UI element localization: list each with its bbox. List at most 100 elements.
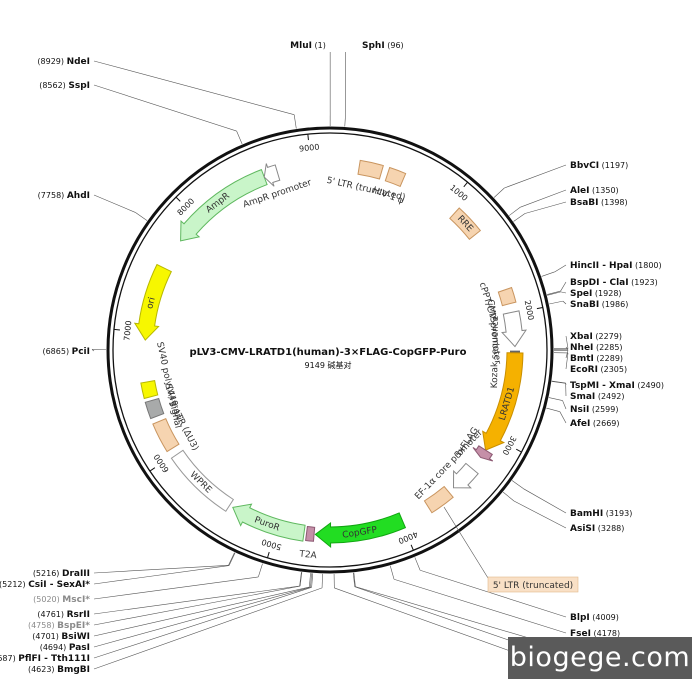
site-connector <box>93 585 300 615</box>
site-label: (4687) PflFI - Tth111I <box>0 654 90 664</box>
site-connector <box>554 264 567 273</box>
site-leader-line <box>389 565 395 580</box>
site-position: (2492) <box>595 392 624 401</box>
site-name: NsiI <box>570 405 589 415</box>
tick-label: 9000 <box>299 143 320 154</box>
feature-t2a <box>305 525 316 542</box>
site-connector <box>93 587 323 670</box>
site-position: (2599) <box>589 405 618 414</box>
feature-ampr-promoter <box>263 163 281 187</box>
site-name: PasI <box>69 643 90 653</box>
site-name: TspMI - XmaI <box>570 381 635 391</box>
site-connector <box>560 291 567 294</box>
tick-label: 1000 <box>448 183 469 203</box>
site-position: (1197) <box>599 161 628 170</box>
site-name: BspEI* <box>57 621 90 631</box>
tick-mark <box>113 328 120 331</box>
site-label: NsiI (2599) <box>570 405 618 415</box>
site-position: (4178) <box>591 629 620 638</box>
site-name: BspDI - ClaI <box>570 278 629 288</box>
feature-hiv-1 <box>384 166 407 188</box>
site-tspmi-xmai: TspMI - XmaI (2490) <box>551 380 664 391</box>
site-position: (5020) <box>33 595 62 604</box>
site-label: (4758) BspEI* <box>28 621 90 631</box>
site-name: SmaI <box>570 392 595 402</box>
site-leader-line <box>299 572 303 587</box>
site-connector <box>93 586 311 648</box>
site-leader-line <box>549 300 563 305</box>
site-connector <box>513 500 567 529</box>
site-position: (1800) <box>632 261 661 270</box>
site-label: BbvCI (1197) <box>570 161 628 171</box>
site-name: CsiI - SexAI* <box>28 580 90 590</box>
site-leader-line <box>541 271 555 277</box>
site-label: AleI (1350) <box>570 186 619 196</box>
site-leader-line <box>546 290 561 295</box>
site-connector <box>420 569 567 618</box>
site-label: (5020) MscI* <box>33 595 90 605</box>
site-asisi: AsiSI (3288) <box>502 491 624 534</box>
site-name: FseI <box>570 629 591 639</box>
site-pasi: (4694) PasI <box>40 573 312 653</box>
site-afei: AfeI (2669) <box>546 407 620 429</box>
tick-label: 5000 <box>260 537 282 551</box>
feature-sv40-ori <box>144 397 165 420</box>
feature-ori <box>133 263 172 341</box>
site-connector <box>393 578 567 634</box>
site-name: BbvCI <box>570 161 599 171</box>
site-name: SpeI <box>570 289 592 299</box>
site-position: (4701) <box>32 632 61 641</box>
site-name: NheI <box>570 343 593 353</box>
feature-label: 5' LTR (truncated) <box>493 581 573 591</box>
site-name: SspI <box>68 81 90 91</box>
site-name: AsiSI <box>570 524 595 534</box>
site-msci: (5020) MscI* <box>33 563 263 605</box>
site-name: PciI <box>72 347 90 357</box>
tick-mark <box>536 306 543 310</box>
site-label: AsiSI (3288) <box>570 524 624 534</box>
site-blpi: BlpI (4009) <box>414 557 619 623</box>
feature-label: T2A <box>298 549 318 561</box>
site-leader-line <box>353 572 356 587</box>
site-position: (4009) <box>590 613 619 622</box>
site-name: MscI* <box>62 595 90 605</box>
site-leader-line <box>508 206 521 216</box>
site-label: BamHI (3193) <box>570 509 632 519</box>
feature-callout-box <box>487 576 579 593</box>
site-ndei: (8929) NdeI <box>37 57 297 129</box>
site-nhei: NheI (2285) <box>553 343 623 353</box>
site-leader-line <box>293 114 297 129</box>
site-bmgbi: (4623) BmgBI <box>28 573 323 675</box>
site-connector <box>93 60 295 116</box>
site-leader-line <box>352 572 356 587</box>
site-position: (4761) <box>37 610 66 619</box>
site-position: (4687) <box>0 654 18 663</box>
tick-label: 3000 <box>500 434 518 456</box>
site-leader-line <box>551 380 566 384</box>
site-name: BsaBI <box>570 198 599 208</box>
site-connector <box>562 300 567 305</box>
site-ecori: EcoRI (2305) <box>553 352 627 375</box>
site-spei: SpeI (1928) <box>547 289 622 299</box>
tick-label: 7000 <box>122 320 133 341</box>
site-name: XbaI <box>570 332 593 342</box>
site-position: (2285) <box>593 343 622 352</box>
site-name: BamHI <box>570 509 603 519</box>
site-label: (5216) DraIII <box>33 569 90 579</box>
site-label: SphI (96) <box>362 41 404 51</box>
feature-lratd1 <box>482 352 524 451</box>
site-name: NdeI <box>67 57 90 67</box>
site-label: BlpI (4009) <box>570 613 619 623</box>
site-name: PflFI - Tth111I <box>18 654 90 664</box>
site-name: HincII - HpaI <box>570 261 632 271</box>
site-position: (1986) <box>599 300 628 309</box>
site-position: (2289) <box>594 354 623 363</box>
tick-label: 6000 <box>152 452 171 474</box>
site-csii-sexai: (5212) CsiI - SexAI* <box>0 552 236 590</box>
site-name: RsrII <box>67 610 90 620</box>
site-name: AfeI <box>570 419 590 429</box>
site-draiii: (5216) DraIII <box>33 552 235 579</box>
site-connector <box>523 488 567 514</box>
site-connector <box>520 189 567 208</box>
